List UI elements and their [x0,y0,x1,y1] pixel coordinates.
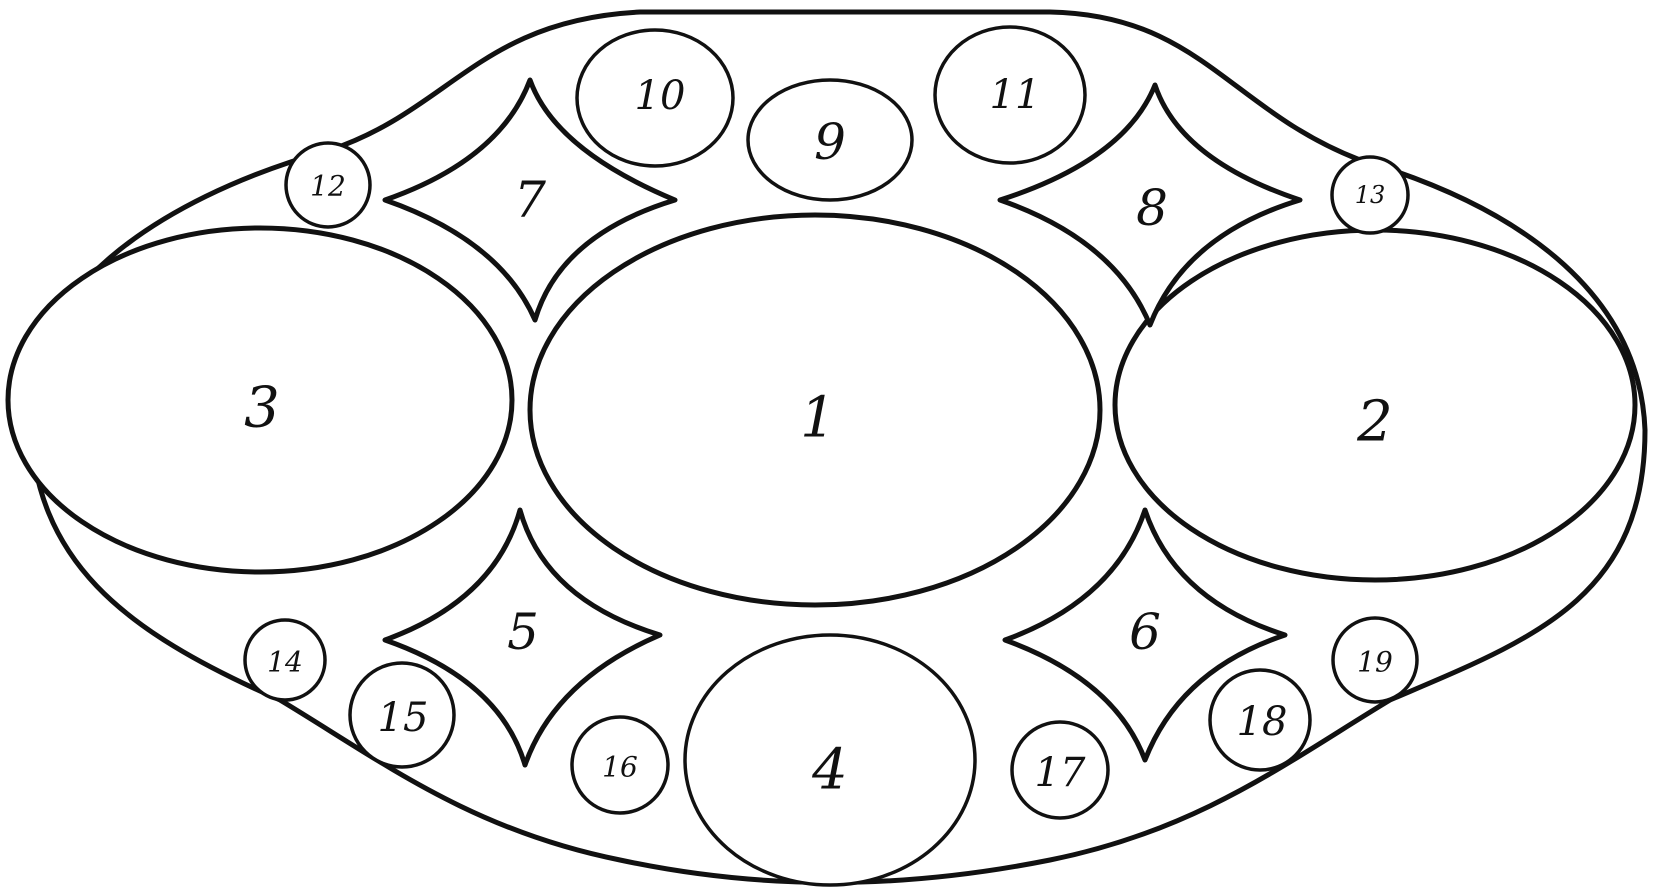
piece-14-circle [243,618,327,702]
label-19: 19 [1357,646,1393,679]
piece-15-circle [348,661,456,769]
piece-9-circle [746,78,914,202]
piece-16-circle [570,715,670,815]
label-2: 2 [1356,390,1393,455]
label-1: 1 [800,386,836,451]
label-6: 6 [1129,603,1161,661]
label-9: 9 [814,113,846,171]
label-18: 18 [1237,699,1288,745]
label-4: 4 [811,738,848,803]
label-3: 3 [244,376,280,441]
label-15: 15 [378,695,429,741]
label-8: 8 [1136,179,1168,237]
label-10: 10 [635,73,686,119]
piece-18-circle [1208,668,1312,772]
piece-8-diamond [997,82,1303,328]
label-7: 7 [514,171,546,229]
label-17: 17 [1035,750,1086,796]
piece-1-oval [527,212,1103,608]
piece-5-diamond [382,507,663,768]
piece-6-diamond [1002,507,1288,763]
piece-17-circle [1010,720,1110,820]
label-12: 12 [310,170,346,203]
piece-13-circle [1330,155,1410,235]
piece-10-circle [575,28,735,168]
label-5: 5 [507,603,539,661]
piece-11-circle [933,25,1087,165]
piece-19-circle [1331,616,1419,704]
piece-12-circle [284,141,372,229]
label-16: 16 [602,751,638,784]
piece-3-oval [5,225,515,575]
label-14: 14 [267,646,303,679]
label-13: 13 [1355,181,1386,209]
piece-4-oval [683,633,977,887]
piece-7-diamond [382,77,678,323]
label-11: 11 [990,72,1041,118]
